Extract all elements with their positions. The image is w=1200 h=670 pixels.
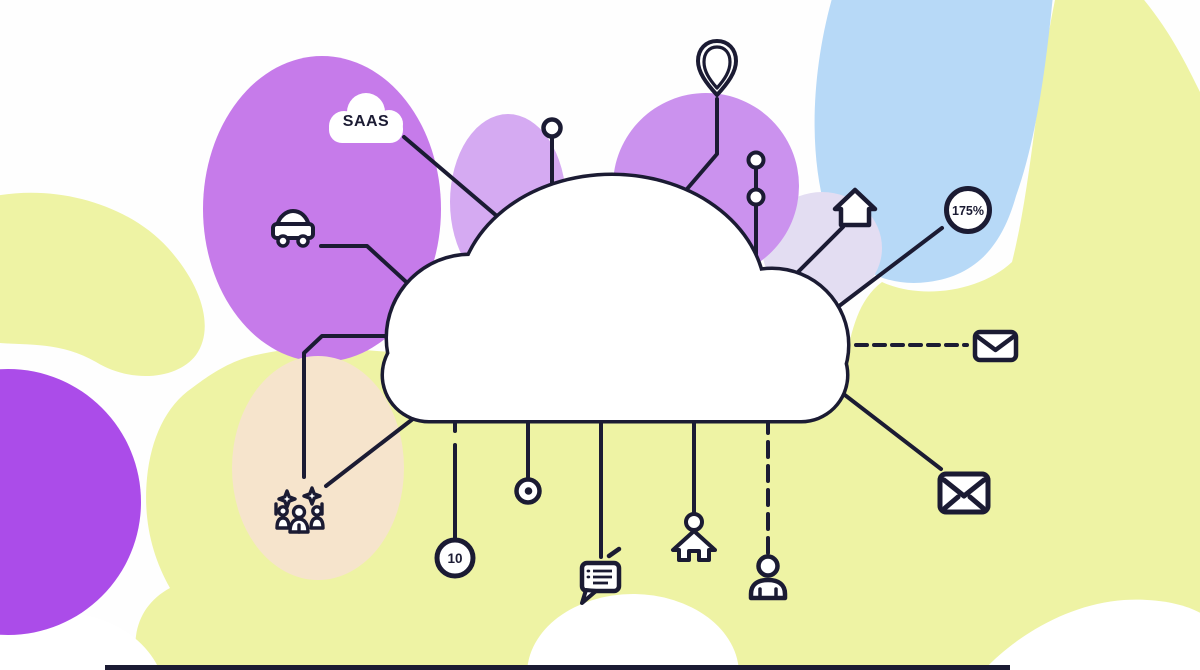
peach-blob	[232, 356, 404, 580]
cloud-shape	[380, 172, 851, 424]
person-icon	[748, 554, 788, 601]
count-badge-icon	[434, 537, 476, 579]
yellow-blob-left	[0, 192, 205, 377]
purple-circle-bottom-left	[0, 369, 141, 635]
blue-blob	[814, 0, 1053, 283]
line-envelope-large	[826, 380, 943, 471]
white-wave-bottom-right	[983, 599, 1200, 670]
target-dot-icon	[514, 477, 542, 505]
count-badge-label: 10	[447, 551, 462, 566]
percent-badge-label: 175%	[952, 204, 984, 218]
team-sparkles-icon	[274, 486, 325, 534]
chat-message-icon	[579, 546, 622, 605]
marker-circle-icon	[541, 117, 563, 139]
location-pin-icon	[696, 39, 738, 97]
icons	[271, 39, 1019, 605]
house-icon	[832, 187, 878, 228]
white-bump-bottom-center	[527, 594, 739, 670]
envelope-large-icon	[937, 471, 991, 515]
saas-cloud-icon	[329, 93, 403, 143]
car-icon	[271, 209, 315, 248]
person-home-icon	[671, 512, 717, 562]
bottom-edge-bar	[105, 665, 1010, 670]
envelope-icon	[972, 329, 1019, 363]
yellow-blob-main	[135, 0, 1200, 670]
saas-label: SAAS	[343, 113, 389, 130]
line-left-bent	[302, 334, 422, 479]
percent-badge-icon	[944, 186, 992, 234]
beads-icon	[746, 150, 766, 207]
